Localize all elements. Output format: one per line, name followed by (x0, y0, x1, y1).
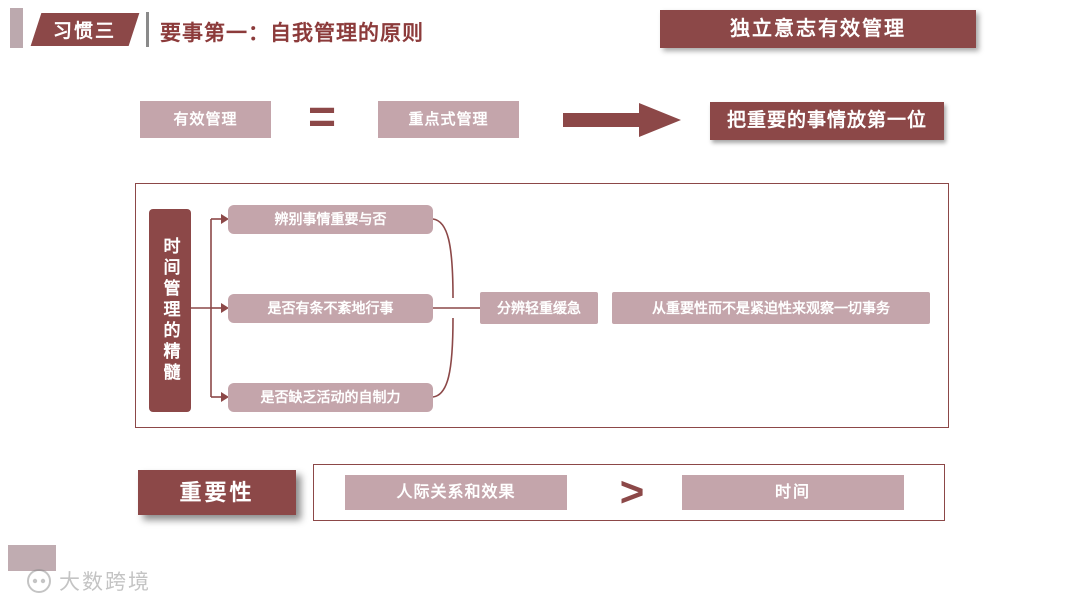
essence-note-box: 从重要性而不是紧迫性来观察一切事务 (612, 292, 930, 324)
top-left-accent-bar (10, 8, 23, 48)
page-title: 要事第一：自我管理的原则 (160, 22, 424, 45)
formula-result-box: 把重要的事情放第一位 (710, 102, 944, 140)
comparison-left-box: 人际关系和效果 (345, 475, 567, 510)
watermark-text: 大数跨境 (59, 571, 151, 594)
essence-item: 是否缺乏活动的自制力 (228, 383, 433, 412)
comparison-right-box: 时间 (682, 475, 904, 510)
essence-item: 辨别事情重要与否 (228, 205, 433, 234)
essence-vertical-label: 时间管理的精髓 (149, 209, 191, 412)
header-divider (146, 12, 149, 47)
tagline-box: 独立意志有效管理 (660, 10, 976, 48)
equals-sign: = (307, 91, 337, 144)
formula-box-effective-management: 有效管理 (140, 101, 271, 138)
essence-conclusion-box: 分辨轻重缓急 (480, 292, 598, 324)
greater-than-sign: > (619, 468, 645, 515)
watermark-logo-icon (27, 569, 51, 593)
importance-label-box: 重要性 (138, 470, 296, 515)
watermark: 大数跨境 (26, 566, 151, 596)
right-arrow-icon (563, 103, 681, 137)
bottom-left-accent-block (8, 545, 56, 571)
habit-badge: 习惯三 (30, 13, 140, 46)
formula-box-focus-management: 重点式管理 (378, 101, 519, 138)
habit-badge-label: 习惯三 (53, 21, 117, 42)
essence-item: 是否有条不紊地行事 (228, 294, 433, 323)
